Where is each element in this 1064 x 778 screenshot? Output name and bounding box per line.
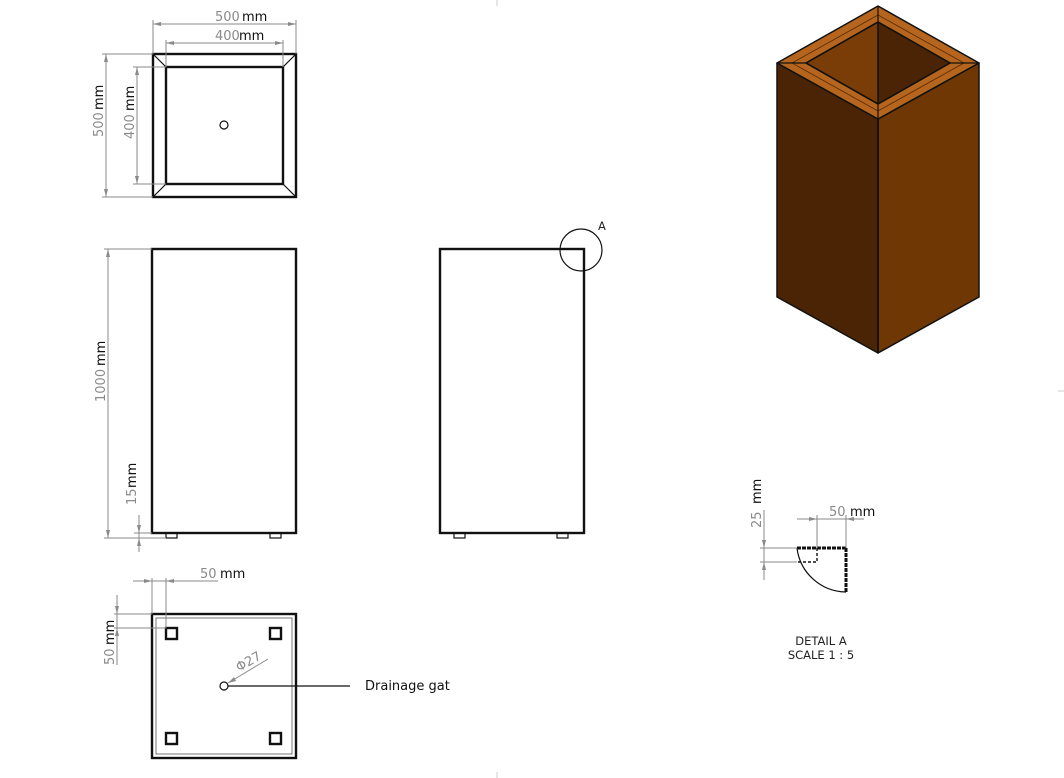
drain-hole-icon — [219, 681, 229, 691]
top-view-outer-edge — [151, 52, 298, 199]
dim-inner-height-unit: mm — [123, 86, 138, 111]
dim-outer-width-value: 500 — [215, 10, 240, 25]
detail-a-scale: SCALE 1 : 5 — [788, 648, 854, 662]
side-view-body — [438, 247, 586, 535]
dim-inner-width-value: 400 — [215, 29, 240, 44]
dim-foot-offset-y-value: 50 — [103, 648, 118, 665]
side-view-foot-right — [556, 532, 569, 539]
dim-foot-offset-x-unit: mm — [220, 567, 245, 582]
dim-outer-height-unit: mm — [92, 85, 107, 110]
front-view-foot-left — [165, 532, 178, 539]
bottom-foot-bl — [164, 731, 179, 746]
side-view-foot-left — [453, 532, 466, 539]
dim-rim-depth-value: 25 — [750, 511, 765, 528]
top-view-inner-edge — [164, 65, 285, 186]
detail-a-view: 50 mm 25 mm DETAIL A SCALE 1 : 5 — [750, 479, 875, 662]
dim-outer-height-value: 500 — [92, 112, 107, 137]
front-view-body — [150, 247, 298, 535]
dim-foot-height-value: 15 — [125, 488, 140, 505]
detail-a-callout-circle — [559, 228, 603, 272]
front-view-foot-right — [269, 532, 282, 539]
dim-foot-offset-y-unit: mm — [103, 620, 118, 645]
detail-a-title: DETAIL A — [795, 634, 847, 648]
bottom-view: Φ27 Drainage gat 50 mm 50 mm — [103, 567, 450, 760]
isometric-view — [776, 5, 980, 354]
dim-height-unit: mm — [94, 341, 109, 366]
drainage-label: Drainage gat — [365, 679, 450, 694]
side-view: A — [438, 219, 606, 539]
bottom-foot-br — [268, 731, 283, 746]
bottom-foot-tr — [268, 626, 283, 641]
dim-rim-width-unit: mm — [850, 505, 875, 520]
dim-rim-width-value: 50 — [829, 505, 846, 520]
dim-rim-depth-unit: mm — [750, 479, 765, 504]
dim-foot-offset-x-value: 50 — [200, 567, 217, 582]
top-view: 500 mm 400 mm 500 mm 400 mm — [92, 10, 298, 199]
drain-diameter-label: Φ27 — [234, 649, 265, 675]
dim-height-value: 1000 — [94, 369, 109, 402]
dim-inner-height-value: 400 — [123, 114, 138, 139]
drain-hole-icon — [219, 120, 229, 130]
bottom-foot-tl — [164, 626, 179, 641]
detail-a-marker: A — [598, 219, 606, 233]
dim-outer-width-unit: mm — [242, 10, 267, 25]
dim-foot-height-unit: mm — [125, 463, 140, 488]
dim-inner-width-unit: mm — [239, 29, 264, 44]
front-view: 1000 mm 15 mm — [94, 247, 298, 552]
